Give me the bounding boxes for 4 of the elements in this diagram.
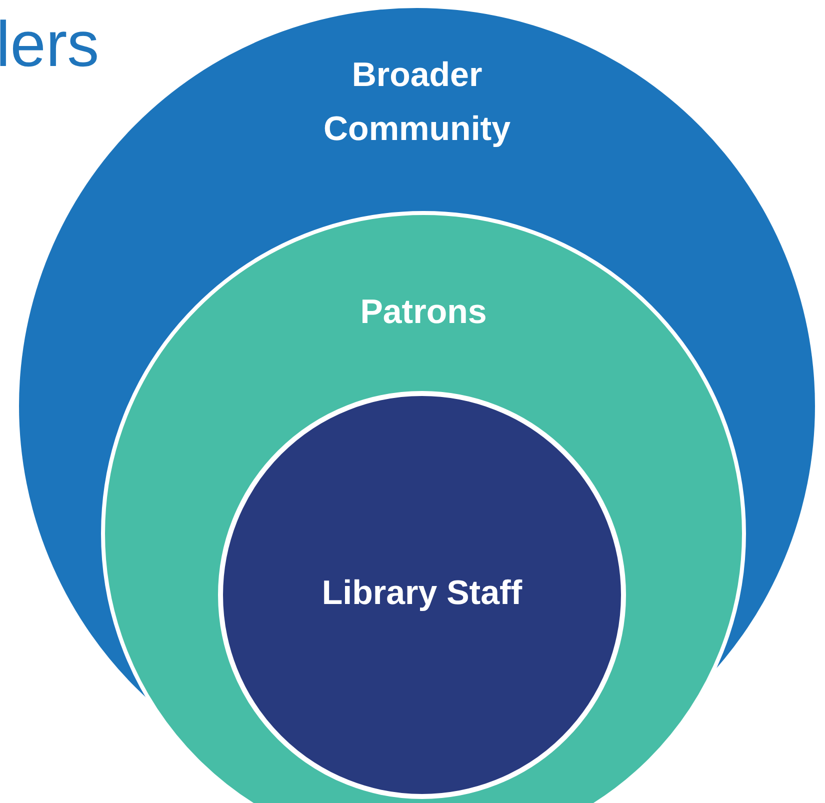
circle-label: Patrons — [359, 292, 488, 333]
circle-label: Broader Community — [322, 55, 512, 150]
circle-label: Library Staff — [320, 573, 524, 614]
title: lers — [0, 12, 100, 76]
